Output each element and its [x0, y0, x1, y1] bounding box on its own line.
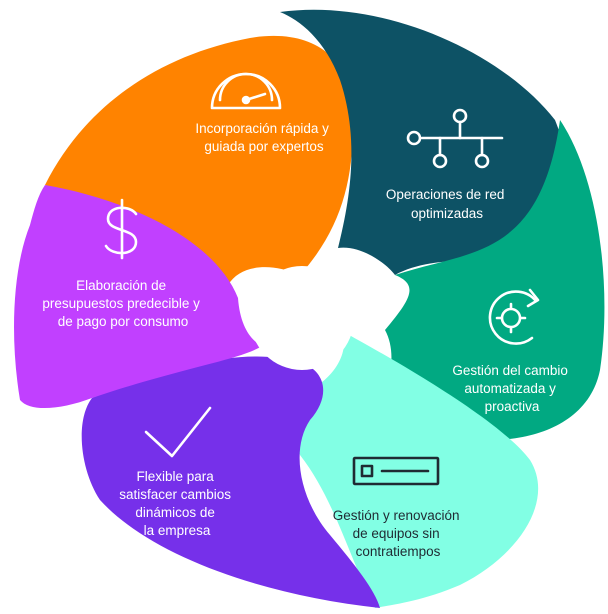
segment-network-ops: Operaciones de red optimizadas	[280, 9, 573, 276]
segment-label-equipment: Gestión y renovación de equipos sin cont…	[333, 508, 464, 559]
segment-label-line: optimizadas	[411, 206, 483, 221]
network-topology-icon	[406, 108, 504, 169]
gear-cycle-icon	[488, 288, 540, 345]
segment-flexible: Flexible para satisfacer cambios dinámic…	[81, 356, 380, 608]
segment-label-line: Gestión del cambio	[452, 363, 568, 378]
segment-change-mgmt: Gestión del cambio automatizada y proact…	[380, 120, 605, 440]
segment-label-line: la empresa	[144, 523, 211, 538]
dollar-icon	[104, 198, 138, 260]
segment-equipment: Gestión y renovación de equipos sin cont…	[296, 330, 539, 608]
segment-label-line: Operaciones de red	[386, 187, 505, 202]
segment-label-line: guiada por expertos	[204, 139, 324, 154]
segment-shape-network-ops	[280, 9, 573, 276]
segment-label-line: de equipos sin	[353, 526, 440, 541]
segment-shape-onboarding	[45, 35, 353, 285]
segment-label-network-ops: Operaciones de red optimizadas	[386, 187, 508, 221]
segment-label-onboarding: Incorporación rápida y guiada por expert…	[195, 121, 332, 154]
segment-label-line: Flexible para	[136, 469, 214, 484]
checkmark-icon	[144, 406, 212, 458]
segment-label-line: contratiempos	[356, 544, 441, 559]
segment-label-line: presupuestos predecible y	[42, 296, 200, 311]
segment-label-line: proactiva	[485, 399, 540, 414]
segment-shape-flexible	[81, 356, 380, 608]
segment-label-flexible: Flexible para satisfacer cambios dinámic…	[119, 469, 235, 538]
segment-label-change-mgmt: Gestión del cambio automatizada y proact…	[452, 363, 571, 414]
gauge-icon	[210, 72, 282, 110]
center-hole	[250, 266, 354, 370]
segment-label-line: automatizada y	[464, 381, 556, 396]
segment-label-line: satisfacer cambios	[119, 487, 231, 502]
segment-shape-equipment	[296, 330, 539, 608]
segment-label-budgeting: Elaboración de presupuestos predecible y…	[42, 278, 203, 329]
segment-label-line: de pago por consumo	[58, 314, 189, 329]
segment-label-line: Gestión y renovación	[333, 508, 460, 523]
server-icon	[352, 456, 440, 486]
segment-label-line: dinámicos de	[135, 505, 215, 520]
segment-label-line: Incorporación rápida y	[195, 121, 329, 136]
segment-shape-budgeting	[14, 185, 263, 409]
segment-shape-change-mgmt	[380, 120, 605, 440]
segment-label-line: Elaboración de	[76, 278, 166, 293]
segment-onboarding: Incorporación rápida y guiada por expert…	[45, 35, 353, 285]
segment-budgeting: Elaboración de presupuestos predecible y…	[14, 185, 263, 409]
